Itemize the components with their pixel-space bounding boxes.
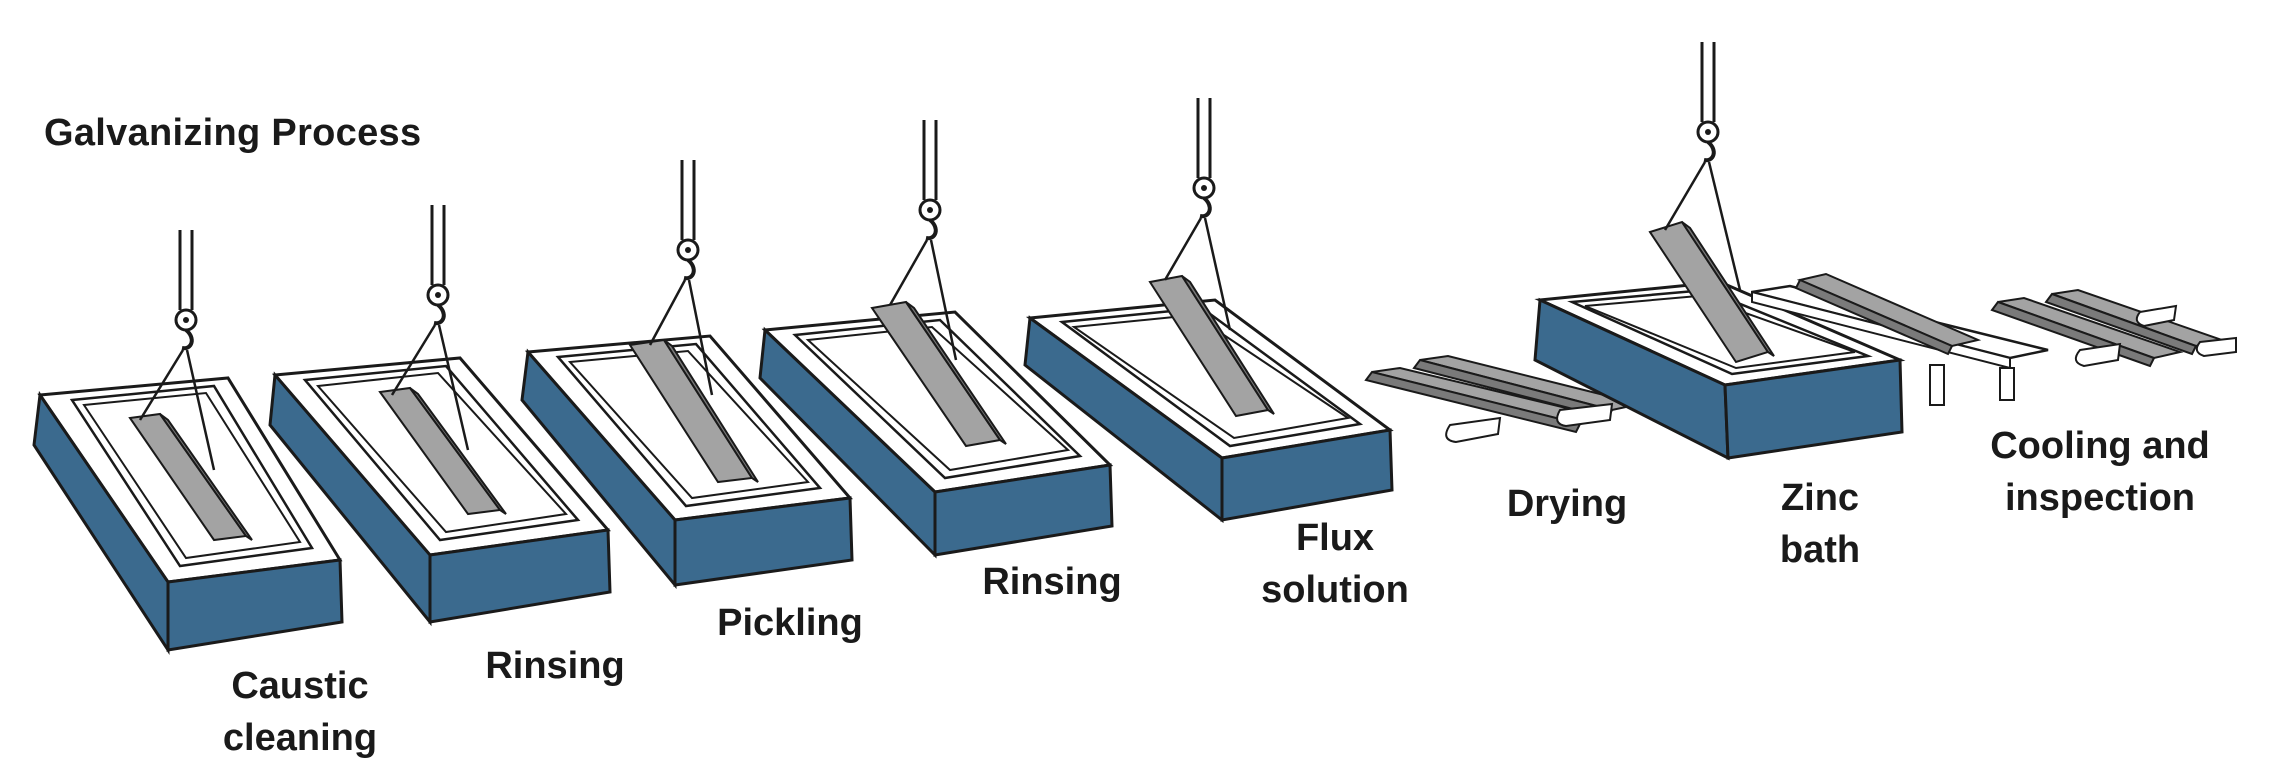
step-label-rinsing-1: Rinsing — [455, 640, 655, 692]
crane-hook — [1696, 40, 1720, 163]
step-label-line1: Rinsing — [982, 561, 1122, 603]
steel-beam — [1148, 274, 1275, 418]
step-label-flux-solution: Flux solution — [1235, 512, 1435, 616]
step-label-zinc-bath: Zinc bath — [1720, 472, 1920, 576]
step-label-line2: bath — [1779, 529, 1861, 571]
crane-hook — [918, 118, 942, 241]
step-label-caustic-cleaning: Caustic cleaning — [200, 660, 400, 764]
step-label-line1: Rinsing — [485, 645, 625, 687]
withdrawal-table — [1751, 272, 2049, 406]
tank-rinsing-1 — [268, 203, 612, 627]
step-label-line1: Drying — [1506, 483, 1628, 525]
step-label-line2: solution — [1261, 569, 1409, 611]
tank-caustic-cleaning — [32, 228, 344, 656]
drying-rack — [1364, 354, 1641, 444]
steel-beam — [128, 412, 253, 542]
step-label-line1: Zinc — [1780, 477, 1860, 519]
step-label-line2: cleaning — [222, 717, 378, 759]
step-label-line1: Pickling — [717, 602, 863, 644]
step-label-line1: Cooling and — [1990, 425, 2210, 467]
steel-beam — [1648, 220, 1775, 364]
crane-hook — [676, 158, 700, 281]
diagram-title: Galvanizing Process — [44, 112, 422, 154]
crane-hook — [1192, 96, 1216, 219]
crane-hook — [426, 203, 450, 326]
step-label-line1: Flux — [1295, 517, 1375, 559]
step-label-line1: Caustic — [231, 665, 369, 707]
step-label-pickling: Pickling — [690, 597, 890, 649]
cooling-rack — [1990, 288, 2237, 368]
step-label-cooling-inspection: Cooling and inspection — [1950, 420, 2250, 524]
steel-beam — [378, 386, 507, 516]
step-label-line2: inspection — [2004, 477, 2196, 519]
crane-hook — [174, 228, 198, 351]
tank-zinc-bath — [1533, 40, 1906, 461]
step-label-rinsing-2: Rinsing — [952, 556, 1152, 608]
step-label-drying: Drying — [1467, 478, 1667, 530]
tank-flux-solution — [1023, 96, 1394, 524]
tank-rinsing-2 — [758, 118, 1114, 559]
tank-pickling — [520, 158, 854, 590]
steel-beam — [870, 300, 1007, 448]
